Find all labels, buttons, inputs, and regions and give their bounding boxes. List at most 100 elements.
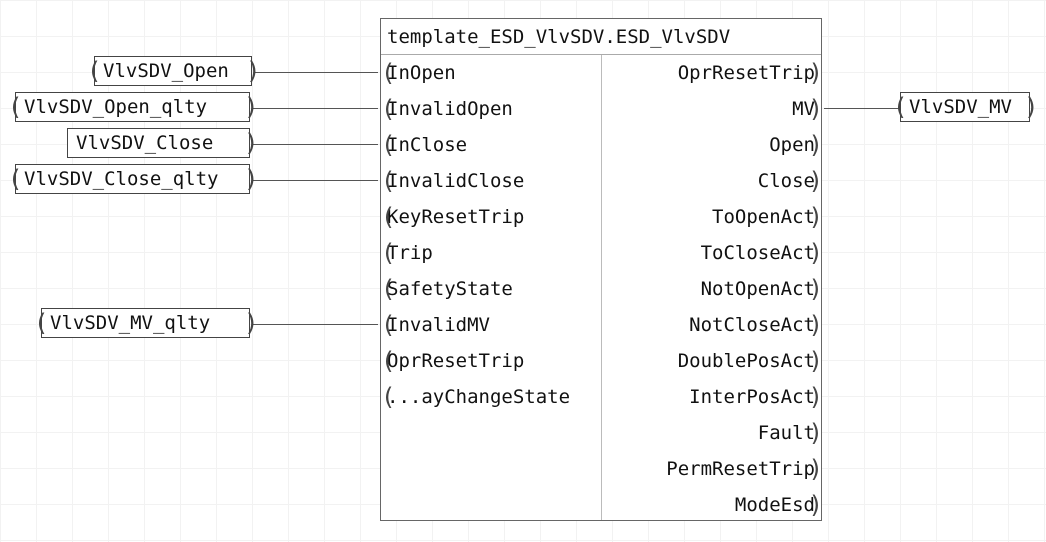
input-variable-label: VlvSDV_MV_qlty	[50, 312, 211, 334]
input-pin-oprresettrip[interactable]: ( OprResetTrip	[381, 346, 525, 376]
connector-paren-icon: )	[1024, 93, 1039, 121]
pin-paren-icon: (	[381, 239, 396, 267]
input-variable-vlvsdv-mv-qlty[interactable]: VlvSDV_MV_qlty	[41, 308, 250, 338]
connector-paren-icon: (	[8, 93, 23, 121]
pin-paren-icon: )	[808, 491, 823, 519]
input-variable-vlvsdv-close-qlty[interactable]: VlvSDV_Close_qlty	[15, 164, 250, 194]
input-pin-keyresettrip[interactable]: ( KeyResetTrip	[381, 202, 525, 232]
pin-paren-icon: )	[808, 203, 823, 231]
connector-paren-icon: )	[244, 93, 259, 121]
output-pin-modeesd[interactable]: ModeEsd )	[734, 490, 823, 520]
input-pin-invalidmv[interactable]: ( InvalidMV	[381, 310, 490, 340]
function-block[interactable]: template_ESD_VlvSDV.ESD_VlvSDV ( InOpen …	[380, 18, 823, 521]
pin-paren-icon: (	[381, 275, 396, 303]
input-pin-label: InvalidOpen	[387, 98, 513, 120]
wire-vlvsdv-close	[252, 144, 378, 145]
input-pin-label: Trip	[387, 242, 433, 264]
input-pin-trip[interactable]: ( Trip	[381, 238, 433, 268]
pin-paren-icon: )	[808, 239, 823, 267]
output-pin-permresettrip[interactable]: PermResetTrip )	[666, 454, 823, 484]
input-pin-label: SafetyState	[387, 278, 513, 300]
input-variable-label: VlvSDV_Open	[103, 60, 229, 82]
output-pin-open[interactable]: Open )	[769, 130, 823, 160]
output-variable-label: VlvSDV_MV	[909, 96, 1012, 118]
input-pin-label: KeyResetTrip	[387, 206, 525, 228]
output-pin-notcloseact[interactable]: NotCloseAct )	[689, 310, 823, 340]
input-variable-label: VlvSDV_Close	[76, 132, 214, 154]
output-pin-interposact[interactable]: InterPosAct )	[689, 382, 823, 412]
connector-paren-icon: )	[244, 309, 259, 337]
input-pin-invalidopen[interactable]: ( InvalidOpen	[381, 94, 513, 124]
output-pin-label: PermResetTrip	[666, 458, 815, 480]
output-pin-fault[interactable]: Fault )	[757, 418, 823, 448]
output-pin-label: Close	[757, 170, 815, 192]
pin-paren-icon: )	[808, 167, 823, 195]
pin-paren-icon: )	[808, 455, 823, 483]
output-pin-tocloseact[interactable]: ToCloseAct )	[700, 238, 823, 268]
output-pin-doubleposact[interactable]: DoublePosAct )	[677, 346, 823, 376]
connector-paren-icon: )	[246, 57, 261, 85]
wire-vlvsdv-close-qlty	[252, 180, 378, 181]
pin-paren-icon: )	[808, 131, 823, 159]
connector-paren-icon: )	[244, 129, 259, 157]
output-pin-toopenact[interactable]: ToOpenAct )	[712, 202, 823, 232]
pin-paren-icon: (	[381, 203, 396, 231]
pin-paren-icon: (	[381, 383, 396, 411]
output-pin-notopenact[interactable]: NotOpenAct )	[701, 274, 823, 304]
input-pin-safetystate[interactable]: ( SafetyState	[381, 274, 513, 304]
output-pin-label: OprResetTrip	[677, 62, 815, 84]
output-pin-close[interactable]: Close )	[757, 166, 823, 196]
pin-paren-icon: )	[808, 311, 823, 339]
connector-paren-icon: )	[244, 165, 259, 193]
wire-vlvsdv-mv-qlty	[252, 324, 378, 325]
input-pin-aychangestate[interactable]: ( ...ayChangeState	[381, 382, 571, 412]
connector-paren-icon: (	[87, 57, 102, 85]
input-variable-vlvsdv-open[interactable]: VlvSDV_Open	[94, 56, 252, 86]
connector-paren-icon: (	[8, 165, 23, 193]
output-pin-label: Fault	[757, 422, 815, 444]
pin-paren-icon: )	[808, 347, 823, 375]
pin-paren-icon: (	[381, 167, 396, 195]
input-pin-label: InvalidMV	[387, 314, 490, 336]
input-pin-label: InOpen	[387, 62, 456, 84]
wire-vlvsdv-mv	[824, 108, 900, 109]
input-variable-vlvsdv-open-qlty[interactable]: VlvSDV_Open_qlty	[15, 92, 250, 122]
input-pin-inclose[interactable]: ( InClose	[381, 130, 468, 160]
input-variable-label: VlvSDV_Open_qlty	[24, 96, 208, 118]
input-variable-vlvsdv-close[interactable]: VlvSDV_Close	[67, 128, 250, 158]
pin-paren-icon: )	[808, 383, 823, 411]
output-pin-label: ToCloseAct	[700, 242, 815, 264]
pin-paren-icon: (	[381, 95, 396, 123]
output-variable-vlvsdv-mv[interactable]: VlvSDV_MV	[900, 92, 1030, 122]
wire-vlvsdv-open	[254, 72, 378, 73]
pin-paren-icon: )	[808, 419, 823, 447]
output-pin-label: InterPosAct	[689, 386, 815, 408]
output-pin-label: MV	[792, 98, 815, 120]
input-pin-inopen[interactable]: ( InOpen	[381, 58, 456, 88]
connector-paren-icon: (	[893, 93, 908, 121]
input-pin-invalidclose[interactable]: ( InvalidClose	[381, 166, 525, 196]
pin-paren-icon: (	[381, 311, 396, 339]
output-pin-oprresettrip[interactable]: OprResetTrip )	[677, 58, 823, 88]
function-block-divider	[601, 55, 602, 520]
pin-paren-icon: )	[808, 95, 823, 123]
input-pin-label: InvalidClose	[387, 170, 525, 192]
function-block-title: template_ESD_VlvSDV.ESD_VlvSDV	[381, 19, 821, 55]
input-pin-label: OprResetTrip	[387, 350, 525, 372]
input-variable-label: VlvSDV_Close_qlty	[24, 168, 219, 190]
output-pin-label: NotCloseAct	[689, 314, 815, 336]
pin-paren-icon: (	[381, 131, 396, 159]
pin-paren-icon: )	[808, 59, 823, 87]
output-pin-mv[interactable]: MV )	[792, 94, 823, 124]
wire-vlvsdv-open-qlty	[252, 108, 378, 109]
connector-paren-icon: (	[34, 309, 49, 337]
output-pin-label: ToOpenAct	[712, 206, 815, 228]
input-pin-label: InClose	[387, 134, 468, 156]
input-pin-label: ...ayChangeState	[387, 386, 571, 408]
output-pin-label: ModeEsd	[734, 494, 815, 516]
output-pin-label: DoublePosAct	[677, 350, 815, 372]
pin-paren-icon: )	[808, 275, 823, 303]
output-pin-label: Open	[769, 134, 815, 156]
pin-paren-icon: (	[381, 59, 396, 87]
